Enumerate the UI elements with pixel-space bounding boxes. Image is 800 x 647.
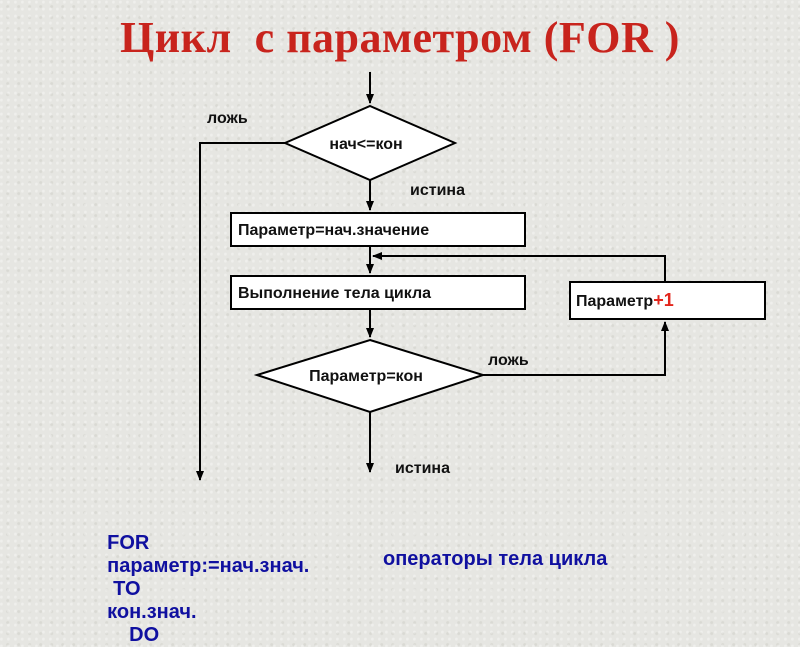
init-box xyxy=(230,212,526,247)
condition-end-false-label: ложь xyxy=(488,352,529,369)
body-label: Выполнение тела цикла xyxy=(238,285,431,302)
condition-start-diamond xyxy=(282,104,458,182)
condition-start-true-label: истина xyxy=(410,182,465,199)
keyword-to: TO xyxy=(113,578,141,600)
increment-param: Параметр xyxy=(576,293,653,310)
condition-start-false-label: ложь xyxy=(207,110,248,127)
condition-start-label: нач<=кон xyxy=(329,136,402,153)
condition-end-diamond xyxy=(253,338,487,414)
slide-title: Цикл с параметром (FOR ) xyxy=(120,13,680,62)
init-label: Параметр=нач.значение xyxy=(238,222,429,239)
increment-box xyxy=(569,281,766,320)
body-box xyxy=(230,275,526,310)
code-end: кон.знач. xyxy=(107,601,197,623)
code-param: параметр:=нач.знач. xyxy=(107,555,310,577)
increment-label: Параметр+1 xyxy=(576,290,674,310)
condition-end-true-label: истина xyxy=(395,460,450,477)
keyword-do: DO xyxy=(129,624,160,646)
arrow-loop-back xyxy=(372,252,666,282)
arrow-cond1-false xyxy=(196,142,285,481)
code-line-2: операторы тела цикла xyxy=(383,548,608,570)
condition-end-label: Параметр=кон xyxy=(309,368,423,385)
keyword-for: FOR xyxy=(107,532,150,554)
code-line-1: FOR параметр:=нач.знач. TO кон.знач. DO xyxy=(96,509,309,647)
arrow-cond2-false xyxy=(483,321,669,376)
for-loop-flowchart: нач<=кон ложь истина Параметр=нач.значен… xyxy=(196,72,766,481)
increment-plus-one: +1 xyxy=(653,290,674,310)
